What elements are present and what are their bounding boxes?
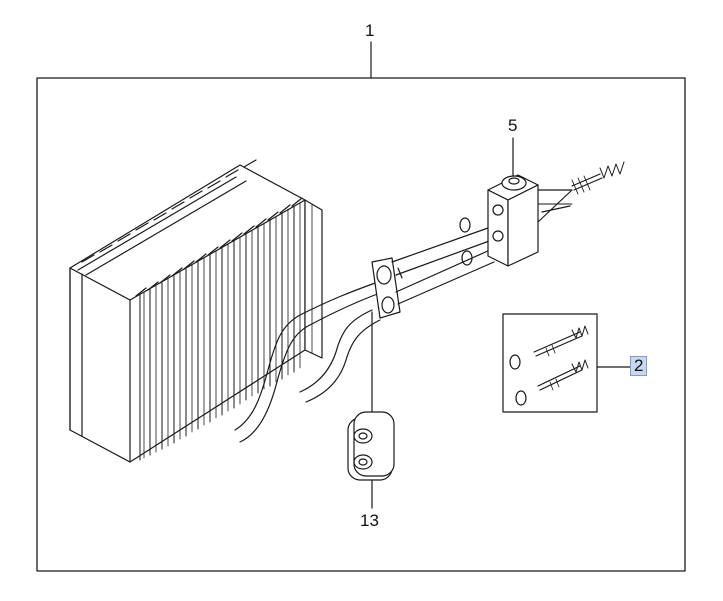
expansion-valve-icon — [487, 137, 539, 267]
o-ring-icon — [459, 217, 473, 266]
callout-2-repair-kit[interactable]: 2 — [630, 356, 648, 376]
stud-bolt-icon — [537, 161, 625, 223]
assembly-frame — [36, 77, 686, 572]
callout-5-expansion-valve: 5 — [508, 116, 518, 135]
callout-13-grommet: 13 — [360, 511, 379, 530]
refrigerant-pipe-icon — [234, 227, 495, 443]
evaporator-core-icon — [69, 159, 323, 463]
repair-kit-box — [502, 313, 598, 413]
pipe-grommet-icon — [347, 411, 395, 481]
callout-1-assembly: 1 — [365, 21, 375, 40]
